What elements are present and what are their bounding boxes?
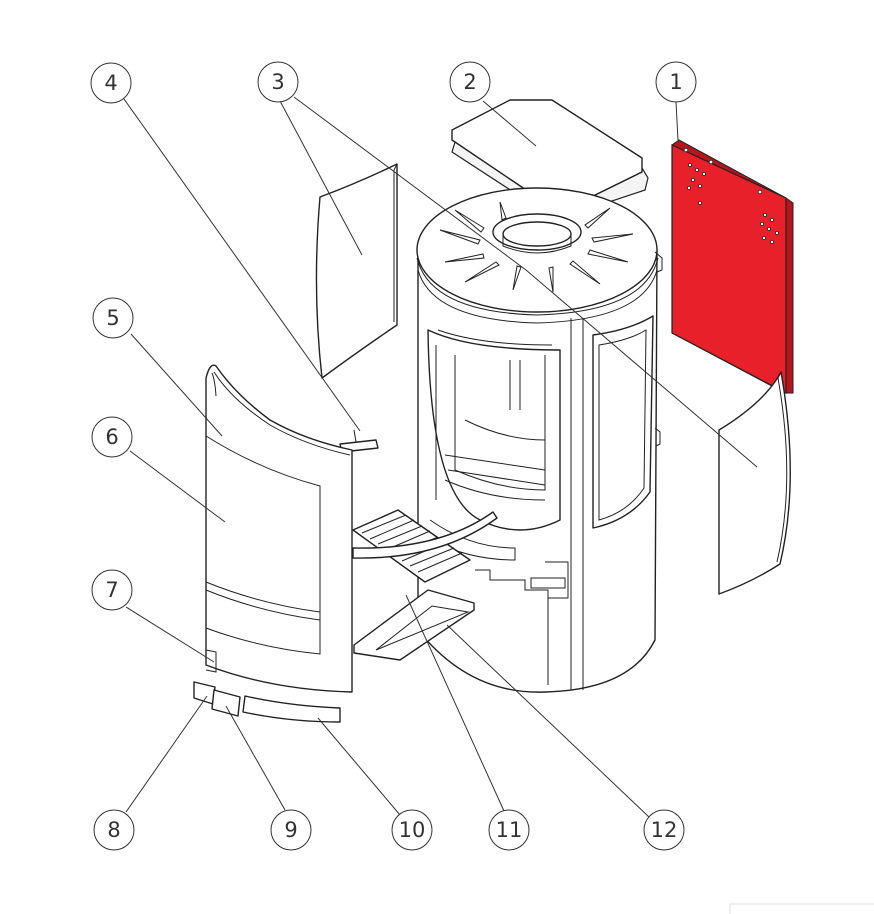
svg-text:7: 7 — [105, 578, 118, 602]
callout-8: 8 — [93, 809, 135, 851]
svg-text:11: 11 — [496, 818, 523, 842]
svg-text:10: 10 — [399, 818, 426, 842]
part-2-top-plate — [451, 99, 649, 211]
callout-2: 2 — [449, 61, 491, 103]
callout-6: 6 — [91, 416, 133, 458]
svg-text:5: 5 — [106, 306, 119, 330]
svg-text:1: 1 — [669, 70, 682, 94]
stove-body — [416, 187, 663, 693]
part-3-side-panel-right — [718, 371, 791, 595]
part-10-plate — [242, 695, 341, 723]
part-9-plate — [211, 689, 241, 717]
callout-9: 9 — [270, 809, 312, 851]
part-11-grate — [352, 509, 498, 583]
part-8-plate — [193, 681, 216, 705]
callouts: 1 2 3 4 5 6 7 8 9 10 11 12 — [90, 61, 697, 851]
svg-text:3: 3 — [271, 70, 284, 94]
part-3-side-panel-left — [315, 163, 398, 379]
callout-11: 11 — [488, 809, 530, 851]
part-1-back-panel — [671, 139, 794, 394]
svg-text:2: 2 — [463, 70, 476, 94]
corner-frame — [729, 903, 874, 914]
svg-text:8: 8 — [107, 818, 120, 842]
svg-text:12: 12 — [651, 818, 678, 842]
callout-4: 4 — [90, 62, 132, 104]
callout-12: 12 — [643, 809, 685, 851]
callout-5: 5 — [92, 297, 134, 339]
callout-10: 10 — [391, 809, 433, 851]
part-5-6-front-door — [205, 364, 353, 693]
svg-text:6: 6 — [105, 425, 118, 449]
callout-1: 1 — [655, 61, 697, 103]
leader-lines — [123, 96, 758, 819]
callout-7: 7 — [91, 569, 133, 611]
svg-text:9: 9 — [284, 818, 297, 842]
svg-text:4: 4 — [104, 71, 117, 95]
callout-3: 3 — [257, 61, 299, 103]
